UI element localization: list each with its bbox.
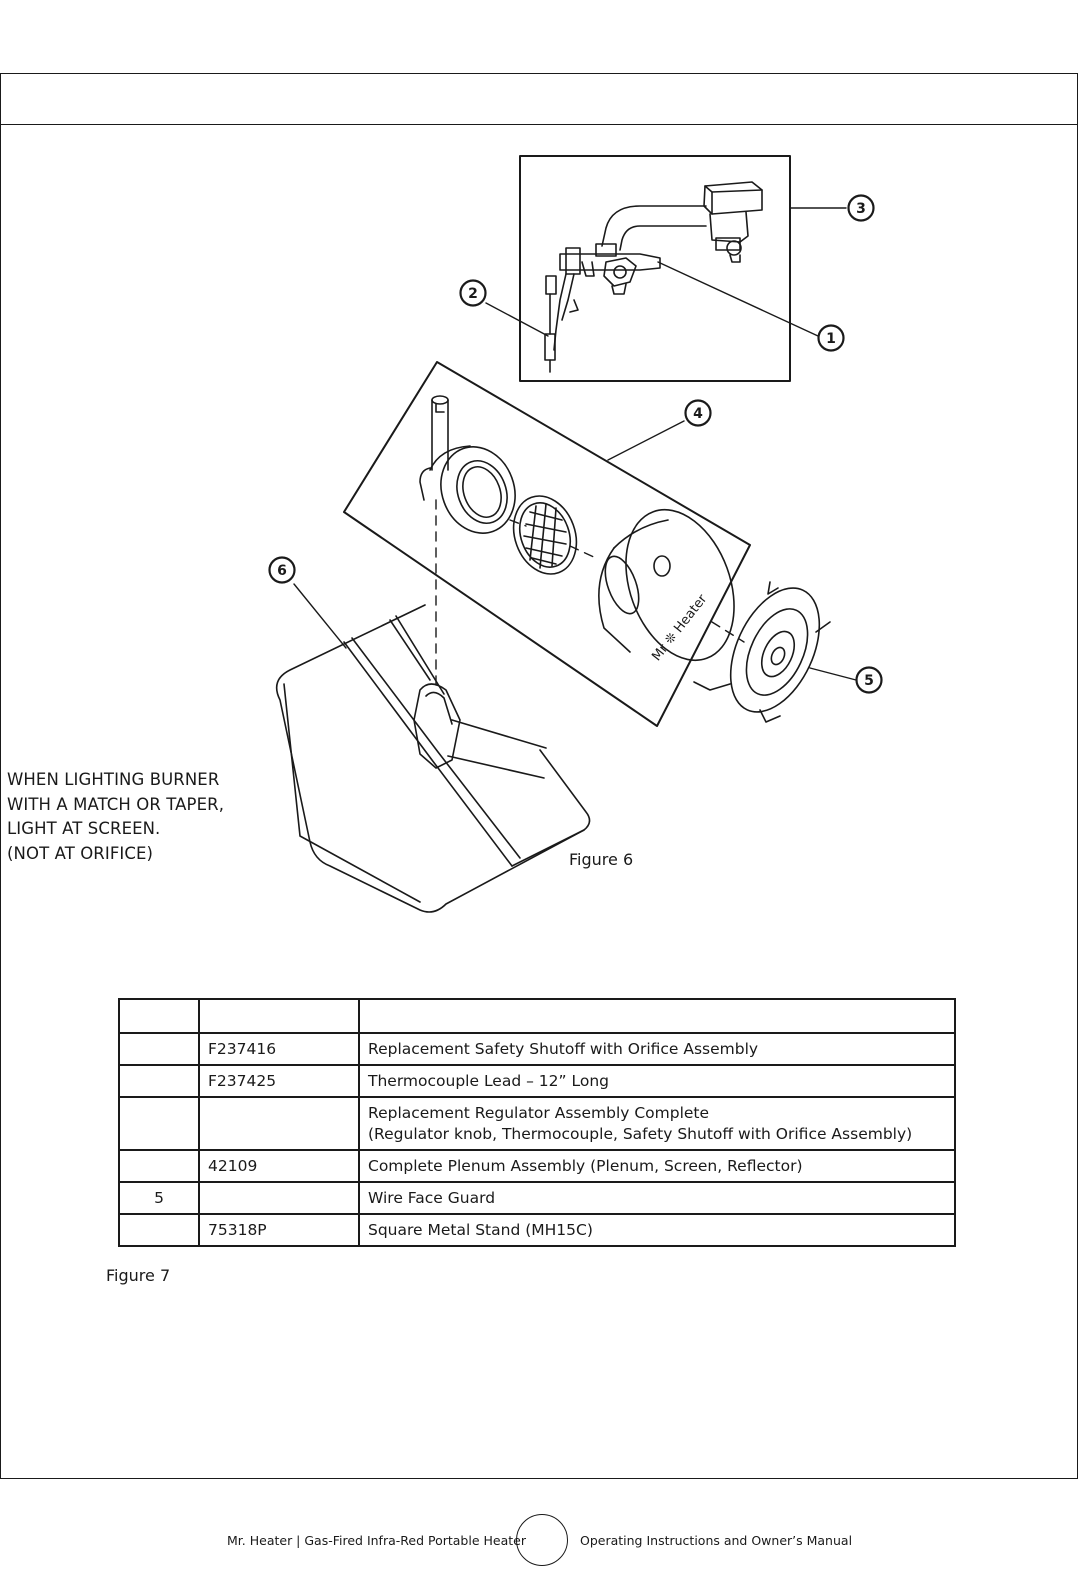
callout-1-label: 1 — [826, 331, 836, 347]
row-key — [118, 1064, 200, 1098]
page-number-circle — [516, 1514, 568, 1566]
brand-mark-text: Mr ❊ Heater — [649, 591, 710, 664]
row-part-number: 75318P — [198, 1213, 360, 1247]
warning-line: WHEN LIGHTING BURNER — [7, 770, 220, 789]
footer-product-title: Mr. Heater | Gas-Fired Infra-Red Portabl… — [227, 1533, 526, 1548]
warning-line: (NOT AT ORIFICE) — [7, 843, 154, 863]
table-row: 75318P Square Metal Stand (MH15C) — [118, 1213, 956, 1247]
lighting-warning-note: WHEN LIGHTING BURNER WITH A MATCH OR TAP… — [7, 768, 267, 866]
row-part-number: F237416 — [198, 1032, 360, 1066]
row-description: Replacement Safety Shutoff with Orifice … — [358, 1032, 956, 1066]
row-key — [118, 1032, 200, 1066]
table-row: 5 Wire Face Guard — [118, 1181, 956, 1215]
row-description: Wire Face Guard — [358, 1181, 956, 1215]
table-row: 42109 Complete Plenum Assembly (Plenum, … — [118, 1149, 956, 1183]
table-header-row — [118, 998, 956, 1034]
table-row: Replacement Regulator Assembly Complete … — [118, 1096, 956, 1151]
callout-5-label: 5 — [864, 673, 874, 689]
row-description: Replacement Regulator Assembly Complete … — [358, 1096, 956, 1151]
row-description: Complete Plenum Assembly (Plenum, Screen… — [358, 1149, 956, 1183]
row-key: 5 — [118, 1181, 200, 1215]
table-row: F237416 Replacement Safety Shutoff with … — [118, 1032, 956, 1066]
callout-2-label: 2 — [468, 286, 478, 302]
footer-manual-title: Operating Instructions and Owner’s Manua… — [580, 1533, 853, 1548]
parts-list-table: F237416 Replacement Safety Shutoff with … — [118, 998, 956, 1247]
header-description — [358, 998, 956, 1034]
row-description: Thermocouple Lead – 12” Long — [358, 1064, 956, 1098]
header-key — [118, 998, 200, 1034]
square-metal-stand-drawing — [275, 604, 591, 913]
regulator-inset-box — [519, 155, 791, 382]
leader-lines — [293, 207, 857, 681]
page-frame — [0, 73, 1078, 1479]
row-part-number — [198, 1181, 360, 1215]
row-description-line: Replacement Regulator Assembly Complete — [368, 1103, 710, 1122]
section-header-bar — [1, 74, 1077, 125]
regulator-assembly-drawing — [544, 181, 763, 373]
callout-circles — [268, 194, 883, 694]
wire-face-guard-drawing — [693, 581, 831, 723]
callout-3-label: 3 — [856, 201, 866, 217]
row-part-number: 42109 — [198, 1149, 360, 1183]
row-description-line: (Regulator knob, Thermocouple, Safety Sh… — [368, 1124, 913, 1143]
callout-6-label: 6 — [277, 563, 287, 579]
header-part-number — [198, 998, 360, 1034]
row-key — [118, 1149, 200, 1183]
row-part-number: F237425 — [198, 1064, 360, 1098]
plenum-assembly-drawing — [419, 395, 735, 662]
row-key — [118, 1213, 200, 1247]
row-description: Square Metal Stand (MH15C) — [358, 1213, 956, 1247]
row-key — [118, 1096, 200, 1151]
exploded-parts-diagram: Mr ❊ Heater — [268, 155, 883, 913]
row-part-number — [198, 1096, 360, 1151]
table-row: F237425 Thermocouple Lead – 12” Long — [118, 1064, 956, 1098]
figure-7-caption: Figure 7 — [106, 1266, 171, 1285]
warning-line: WITH A MATCH OR TAPER, — [7, 794, 225, 814]
warning-line: LIGHT AT SCREEN. — [7, 819, 161, 838]
callout-4-label: 4 — [693, 406, 703, 422]
figure-6-caption: Figure 6 — [569, 850, 634, 869]
plenum-inset-box — [343, 361, 751, 727]
